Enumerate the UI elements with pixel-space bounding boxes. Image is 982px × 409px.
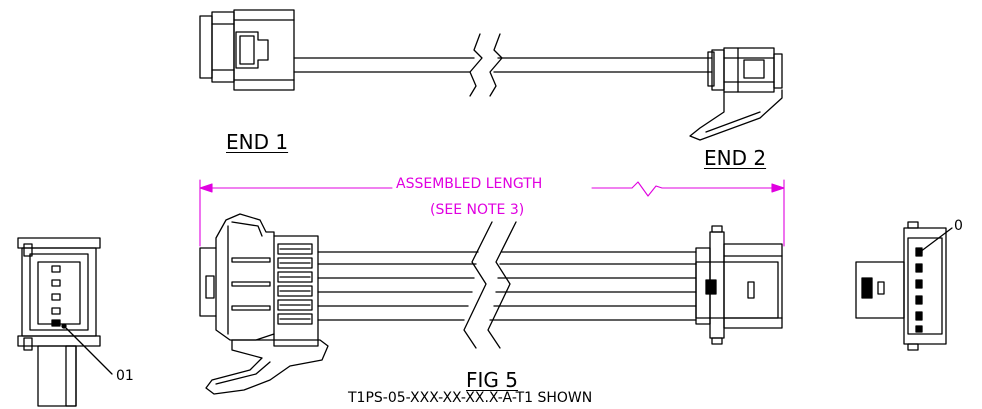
callout-01-label: 01: [116, 368, 134, 384]
end1-label: END 1: [226, 130, 289, 154]
top-end2-connector: [689, 47, 783, 141]
top-end1-connector: [199, 9, 295, 91]
left-end-view: [17, 237, 113, 407]
figure-label: FIG 5: [466, 368, 518, 392]
right-end-view: [855, 221, 953, 351]
assembled-length-label: ASSEMBLED LENGTH: [396, 176, 543, 192]
part-shown-label: T1PS-05-XXX-XX-XX.X-A-T1 SHOWN: [348, 390, 593, 406]
end2-label: END 2: [704, 146, 767, 170]
main-end2-connector: [695, 225, 783, 345]
callout-0-label: 0: [954, 218, 963, 234]
main-end1-connector: [199, 213, 329, 395]
see-note-label: (SEE NOTE 3): [430, 202, 525, 218]
top-cable: [293, 33, 713, 97]
main-cable-wires: [317, 221, 697, 349]
assembled-length-dimension: [199, 179, 785, 247]
